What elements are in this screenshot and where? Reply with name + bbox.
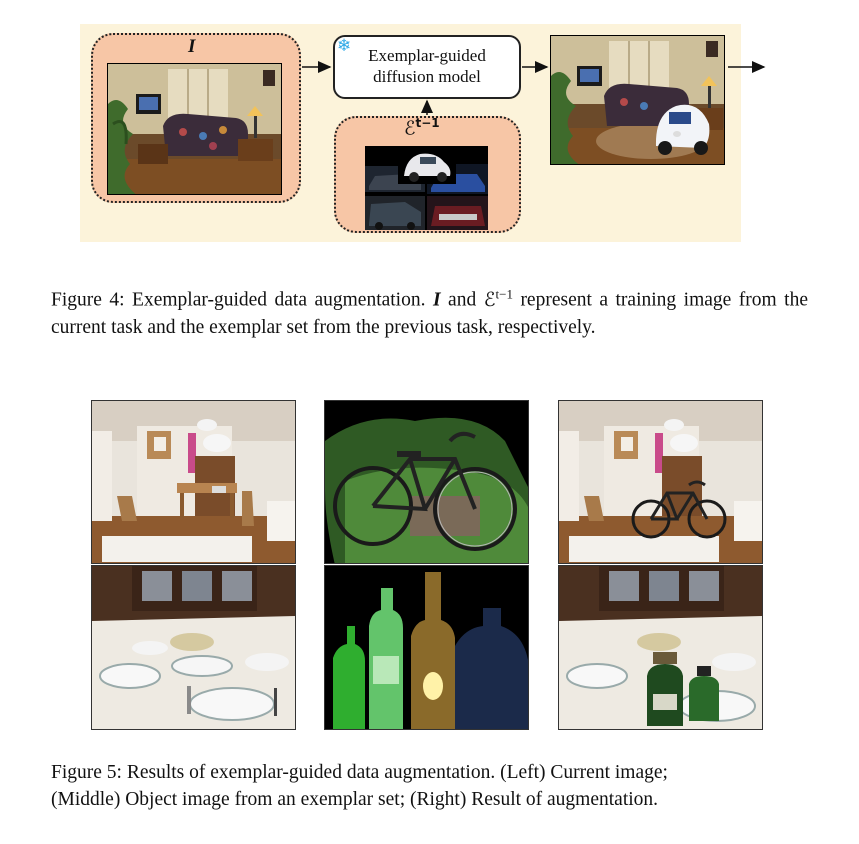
dining-augmented-image: [558, 565, 763, 730]
model-line-2: diffusion model: [373, 67, 481, 86]
figure5-caption-line-2: (Middle) Object image from an exemplar s…: [51, 789, 659, 810]
snowflake-icon: ❄: [337, 36, 352, 56]
exemplar-symbol: ℰ: [404, 118, 416, 140]
exemplar-superscript: t−1: [415, 116, 440, 130]
room-augmented-image: [558, 400, 763, 564]
caption-and: and: [448, 289, 477, 311]
augmented-image: [550, 35, 725, 165]
bicycle-exemplar-image: [324, 400, 529, 564]
figure4-caption: Figure 4: Exemplar-guided data augmentat…: [51, 280, 808, 341]
figure5-caption-line-1: Figure 5: Results of exemplar-guided dat…: [51, 762, 668, 783]
caption-symbol-E: ℰt−1: [483, 286, 513, 311]
caption-symbol-I: I: [432, 289, 441, 311]
diffusion-model-label: Exemplar-guided diffusion model: [333, 45, 521, 87]
flow-arrows: [302, 61, 766, 115]
caption-label: Figure 4:: [51, 289, 125, 311]
caption-text-1: Exemplar-guided data augmentation.: [132, 289, 426, 311]
figure5-caption: Figure 5: Results of exemplar-guided dat…: [51, 759, 808, 813]
exemplar-white-car: [398, 146, 456, 184]
caption-text-2: represent a training image from the curr…: [51, 289, 808, 338]
diffusion-model-box: [333, 35, 521, 99]
room-current-image: [91, 400, 296, 564]
exemplar-set-label: ℰt−1: [404, 116, 440, 140]
bottles-exemplar-image: [324, 565, 529, 730]
dining-current-image: [91, 565, 296, 730]
input-image-label: I: [188, 36, 196, 57]
model-line-1: Exemplar-guided: [368, 46, 486, 65]
training-image: [107, 63, 282, 195]
